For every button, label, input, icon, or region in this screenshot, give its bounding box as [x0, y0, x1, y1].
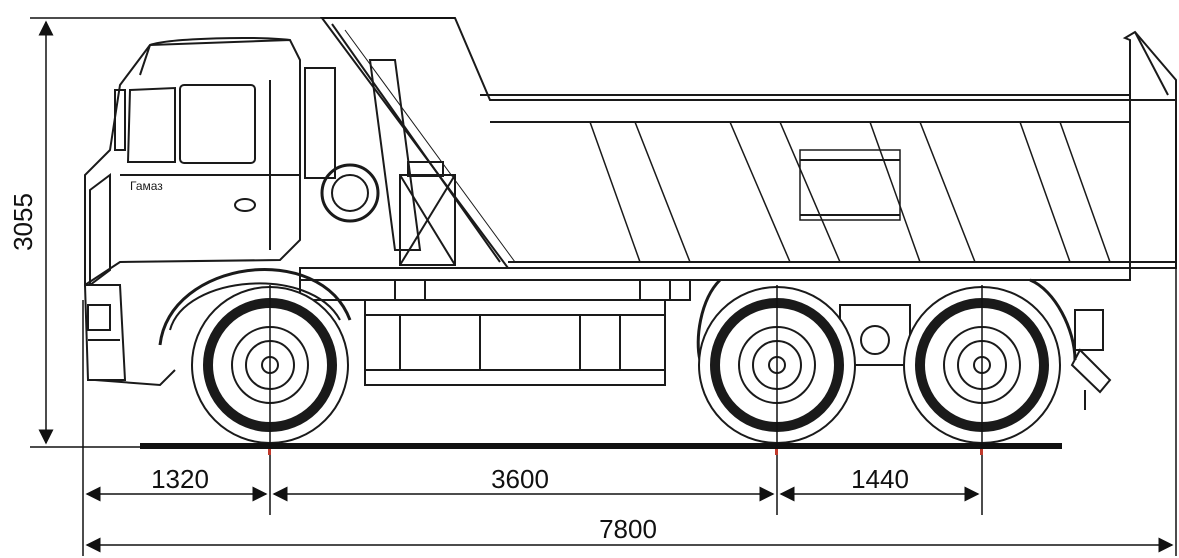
wheelbase-label: 3600 — [491, 464, 549, 494]
dimension-lines — [30, 17, 1177, 556]
overall-length-label: 7800 — [599, 514, 657, 544]
dump-body — [320, 17, 1177, 269]
ground-line — [140, 443, 1062, 449]
height-label: 3055 — [8, 193, 38, 251]
chassis — [299, 267, 1131, 410]
engine-equipment — [304, 59, 456, 266]
axle-markers — [268, 449, 983, 455]
rear-axle-spacing-label: 1440 — [851, 464, 909, 494]
front-overhang-label: 1320 — [151, 464, 209, 494]
cab: Гамаз — [83, 36, 352, 387]
svg-text:Гамаз: Гамаз — [130, 179, 163, 193]
